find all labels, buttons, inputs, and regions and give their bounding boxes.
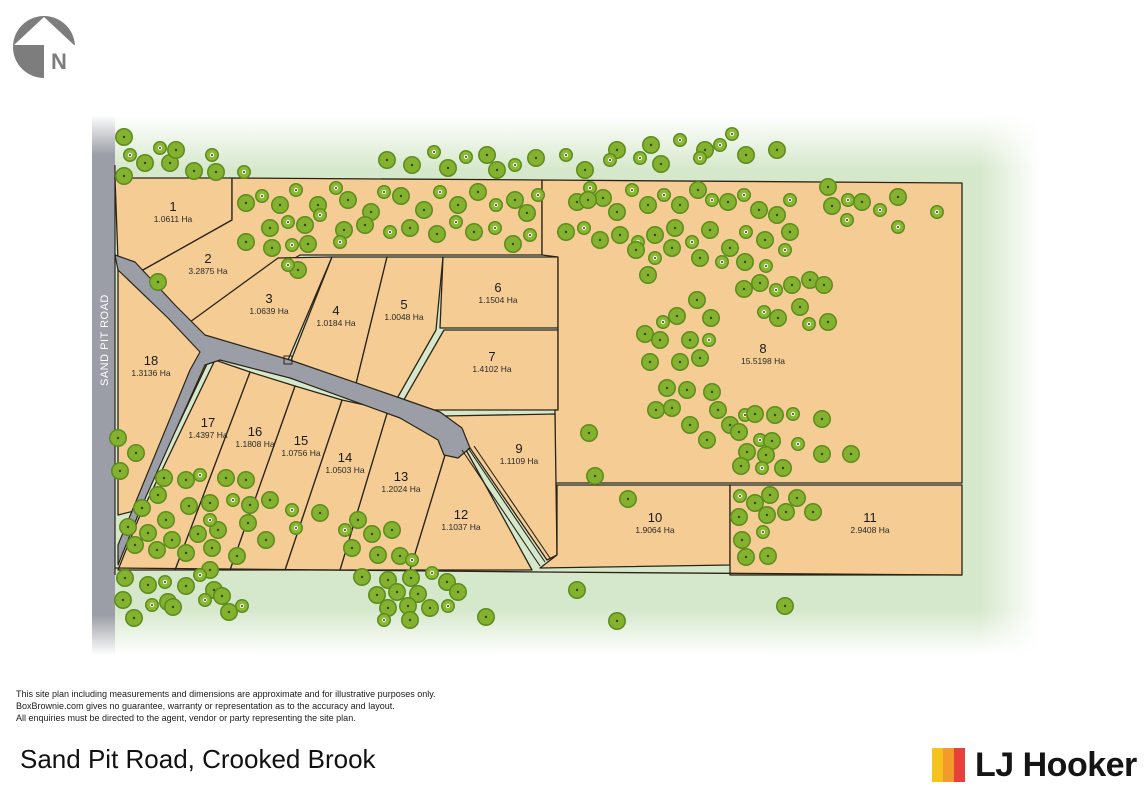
disclaimer-line-1: This site plan including measurements an… [16, 689, 436, 699]
lot-4-area: 1.0184 Ha [316, 318, 355, 328]
lot-17-area: 1.4397 Ha [188, 430, 227, 440]
lot-8[interactable] [541, 179, 963, 484]
lot-13-area: 1.2024 Ha [381, 484, 420, 494]
lot-5-number: 5 [400, 297, 407, 312]
lot-6-area: 1.1504 Ha [478, 295, 517, 305]
lot-1-number: 1 [169, 199, 176, 214]
lot-13-number: 13 [394, 469, 408, 484]
lot-2-area: 3.2875 Ha [188, 266, 227, 276]
lot-3-number: 3 [265, 291, 272, 306]
logo-bars-icon [932, 748, 965, 782]
lot-1-area: 1.0611 Ha [154, 214, 193, 224]
lot-14-number: 14 [338, 450, 352, 465]
lot-9-number: 9 [515, 441, 522, 456]
lot-8-number: 8 [759, 341, 766, 356]
lot-18-number: 18 [144, 353, 158, 368]
lot-12-number: 12 [454, 507, 468, 522]
compass-label: N [51, 49, 67, 74]
lot-9-area: 1.1109 Ha [500, 456, 539, 466]
page-title: Sand Pit Road, Crooked Brook [20, 744, 376, 774]
disclaimer-line-3: All enquiries must be directed to the ag… [16, 713, 356, 723]
lot-10-area: 1.9064 Ha [635, 525, 674, 535]
lot-16-area: 1.1808 Ha [235, 439, 274, 449]
lot-2-number: 2 [204, 251, 211, 266]
lot-18-area: 1.3136 Ha [131, 368, 170, 378]
sand-pit-road [92, 115, 115, 655]
lot-11-number: 11 [863, 510, 877, 525]
agency-logo: LJ Hooker [932, 747, 1137, 783]
lot-7-number: 7 [488, 349, 495, 364]
lot-15-number: 15 [294, 433, 308, 448]
lot-15-area: 1.0756 Ha [281, 448, 320, 458]
lot-17-number: 17 [201, 415, 215, 430]
lot-11-area: 2.9408 Ha [850, 525, 889, 535]
lot-16-number: 16 [248, 424, 262, 439]
lot-8-area: 15.5198 Ha [741, 356, 785, 366]
lot-10[interactable] [539, 484, 731, 569]
disclaimer: This site plan including measurements an… [16, 688, 436, 724]
lot-5-area: 1.0048 Ha [384, 312, 423, 322]
lot-labels: 1 1.0611 Ha 2 3.2875 Ha 3 1.0639 Ha 4 1.… [131, 199, 889, 535]
lot-10-number: 10 [648, 510, 662, 525]
lot-5[interactable] [354, 256, 444, 403]
lot-14-area: 1.0503 Ha [325, 465, 364, 475]
north-arrow-icon: N [12, 15, 76, 79]
lot-12-area: 1.1037 Ha [441, 522, 480, 532]
lot-4-number: 4 [332, 303, 339, 318]
lot-7-area: 1.4102 Ha [472, 364, 511, 374]
road-label: SAND PIT ROAD [99, 294, 111, 386]
lot-6-number: 6 [494, 280, 501, 295]
lot-3-area: 1.0639 Ha [249, 306, 288, 316]
site-plan-map: SAND PIT ROAD 1 1.0611 Ha 2 [92, 115, 1040, 655]
agency-name: LJ Hooker [975, 746, 1137, 784]
disclaimer-line-2: BoxBrownie.com gives no guarantee, warra… [16, 701, 395, 711]
